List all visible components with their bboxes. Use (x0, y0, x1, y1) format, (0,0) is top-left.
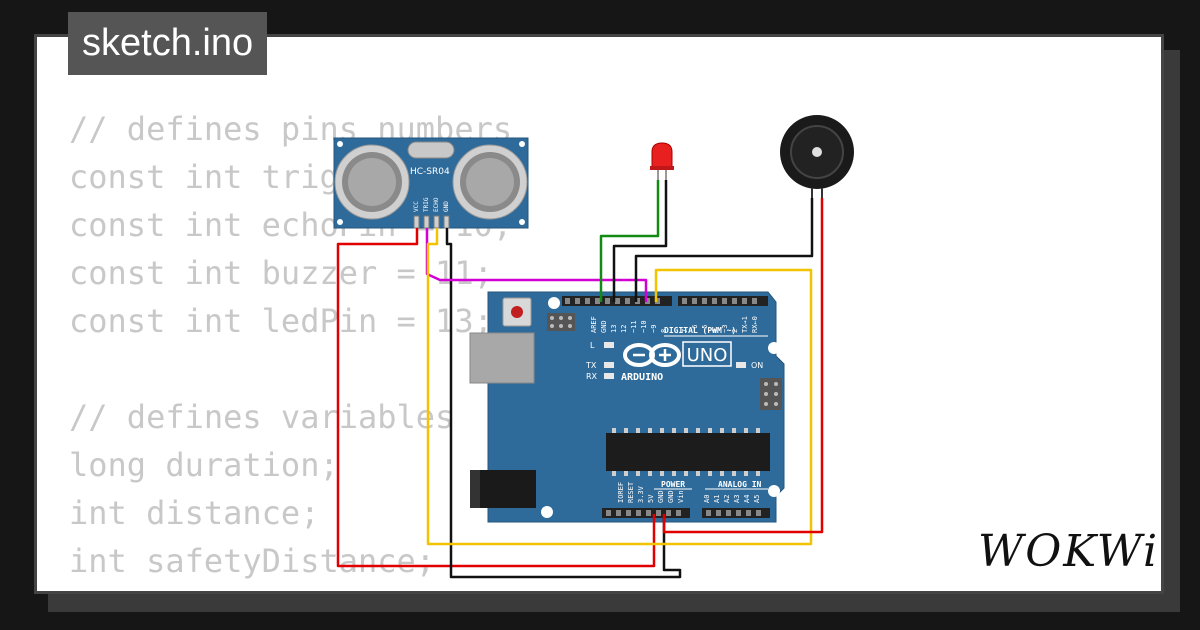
sensor-model-label: HC-SR04 (410, 167, 450, 177)
code-line: const int ledPin = 13; (69, 302, 493, 340)
sensor-pin-label: VCC (413, 201, 420, 212)
power-jack (476, 470, 536, 508)
red-led[interactable] (650, 142, 674, 180)
pin-label: 7 (681, 329, 689, 333)
sensor-pin-label: TRIG (423, 197, 430, 212)
power-pin-label: GND (667, 490, 675, 503)
file-tab[interactable]: sketch.ino (68, 12, 268, 75)
piezo-buzzer[interactable] (780, 115, 854, 198)
power-header-label: POWER (661, 480, 685, 489)
analog-pin-label: A5 (753, 495, 761, 503)
power-pin-label: IOREF (617, 482, 625, 503)
pin-label: 8 (660, 329, 668, 333)
wire-sensor-gnd (445, 228, 682, 579)
pin-label: 4 (711, 329, 719, 333)
hc-sr04-sensor[interactable]: HC-SR04 VCC TRIG ECHO GND (333, 137, 529, 229)
l-led (604, 342, 614, 348)
analog-pin-label: A0 (703, 495, 711, 503)
wire-echo (426, 228, 813, 546)
sensor-pin-label: GND (443, 201, 450, 212)
pin-label: AREF (590, 316, 598, 333)
board-brand: ARDUINO (621, 372, 663, 383)
wokwi-logo: WOKWi (978, 526, 1160, 577)
pin-label: ~3 (721, 325, 729, 333)
atmega-chip (606, 433, 770, 471)
pin-label: ~6 (691, 325, 699, 333)
pin-label: GND (600, 320, 608, 333)
analog-pin-label: A2 (723, 495, 731, 503)
tx-led-label: TX (585, 361, 597, 370)
l-led-label: L (590, 341, 595, 350)
usb-port (469, 332, 535, 384)
tx-led (604, 362, 614, 368)
board-model: UNO (687, 345, 728, 366)
power-pin-label: GND (657, 490, 665, 503)
rx-led-label: RX (586, 372, 598, 381)
on-led-label: ON (751, 361, 763, 370)
analog-pin-label: A3 (733, 495, 741, 503)
wire-buzzer-positive (662, 198, 824, 534)
pin-label: ~5 (701, 325, 709, 333)
on-led (736, 362, 746, 368)
power-pin-label: RESET (627, 481, 635, 503)
pin-label: ~9 (650, 325, 658, 333)
pin-label: ~10 (640, 320, 648, 333)
code-line: int safetyDistance; (69, 542, 436, 580)
code-line: int distance; (69, 494, 320, 532)
digital-header-label: DIGITAL (PWM ~) (664, 326, 736, 335)
power-pin-label: 5V (647, 494, 655, 503)
power-pin-label: 3.3V (637, 485, 645, 503)
arduino-uno-board[interactable]: AREF GND 13 12 ~11 ~10 ~9 8 7 ~6 ~5 4 ~3… (469, 291, 785, 523)
crystal-oscillator (407, 141, 455, 159)
pin-label: 12 (620, 325, 628, 333)
analog-pin-label: A1 (713, 495, 721, 503)
pin-label: 13 (610, 325, 618, 333)
sensor-pin-label: ECHO (433, 197, 440, 212)
arduino-infinity-icon (623, 343, 681, 367)
pin-label: 2 (731, 329, 739, 333)
pin-label: ~11 (630, 320, 638, 333)
code-line: // defines variables (69, 398, 455, 436)
uno-badge (682, 341, 732, 367)
wires (336, 180, 824, 579)
wire-led-cathode (612, 180, 668, 302)
analog-header-label: ANALOG IN (718, 480, 762, 489)
code-line: long duration; (69, 446, 339, 484)
pin-label: TX→1 (741, 316, 749, 333)
rx-led (604, 373, 614, 379)
wire-vcc-5v (336, 228, 656, 568)
analog-pin-label: A4 (743, 495, 751, 503)
power-pin-label: Vin (677, 490, 685, 503)
pin-label: RX←0 (751, 316, 759, 333)
wire-buzzer-gnd (634, 198, 814, 302)
code-line: const int buzzer = 11; (69, 254, 493, 292)
wire-led-anode (599, 180, 660, 302)
